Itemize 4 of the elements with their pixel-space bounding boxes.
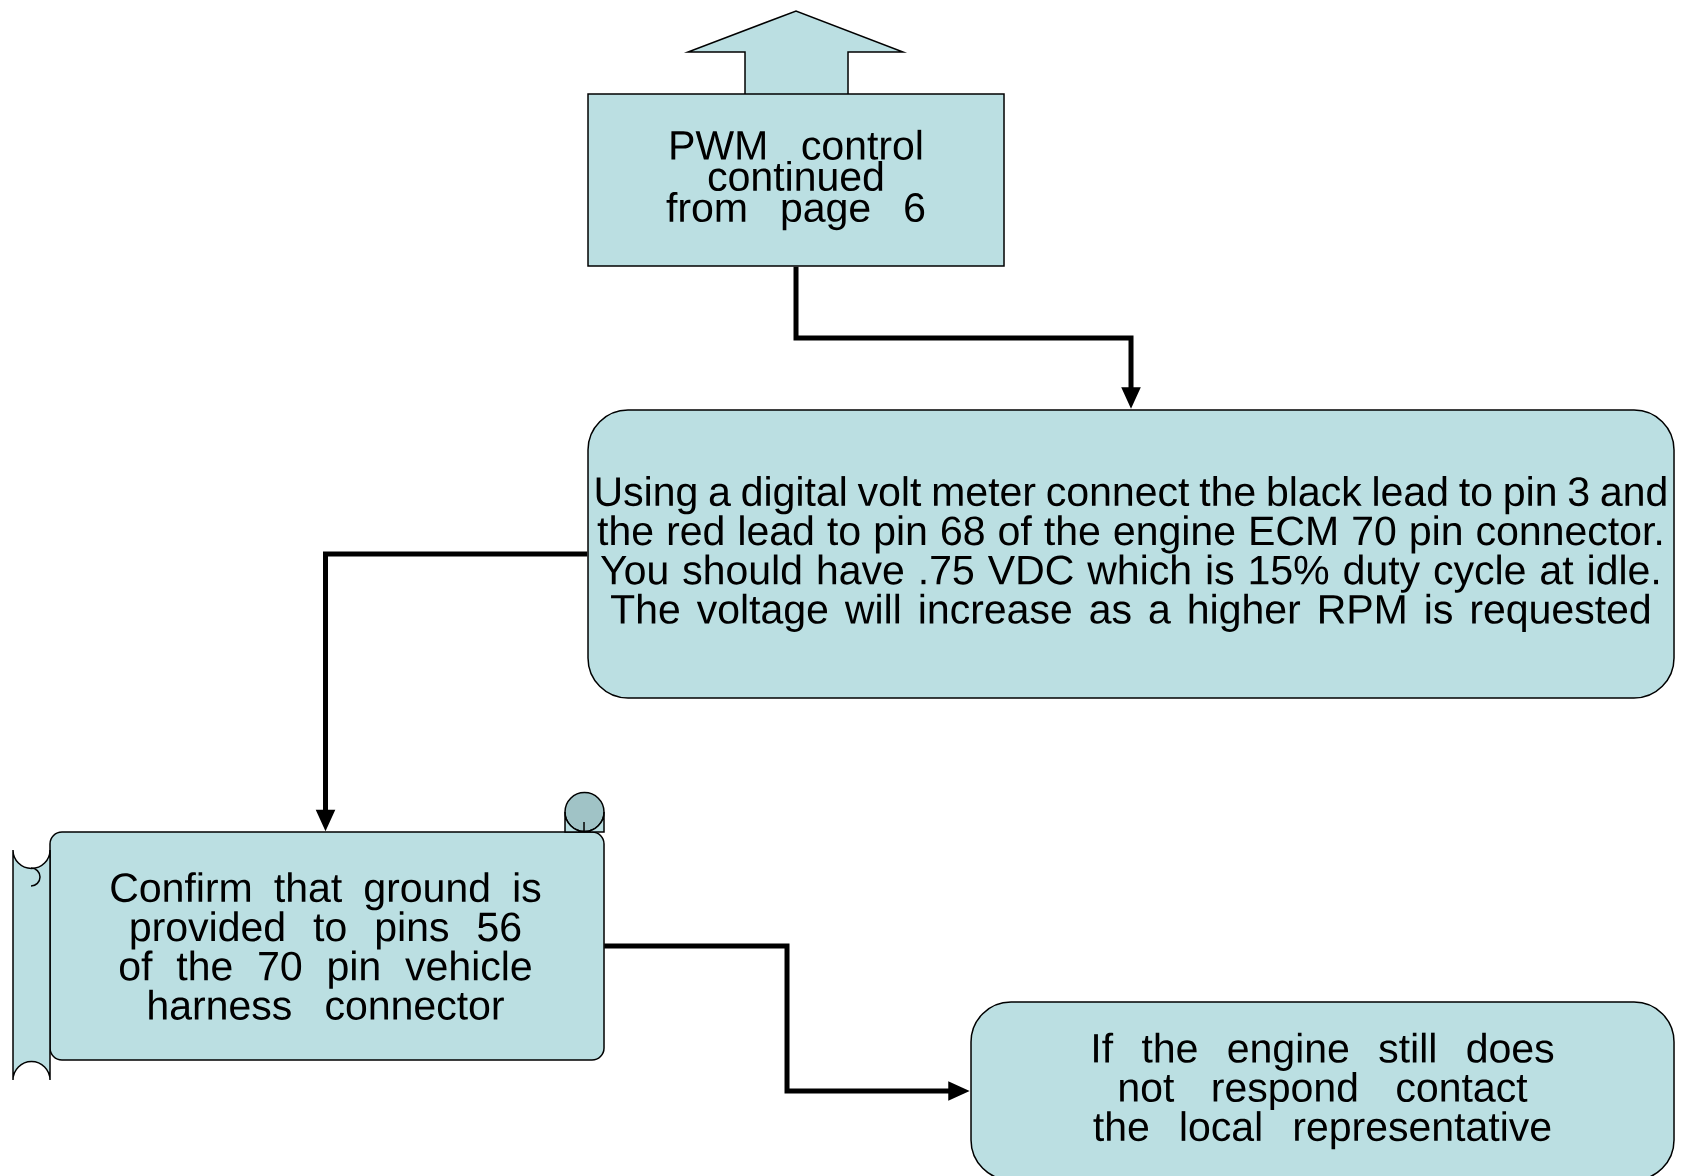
process-box: If the engine still does not respond contact the local representative (970, 1001, 1675, 1176)
process-box: Using a digital volt meter connect the black lead to pin 3 and the red lead to pin 68 of the engine ECM 70 pin connector. You should have .75 VDC which is 15% duty cycle at idle. The voltage will increase as a higher RPM is requested (587, 409, 1675, 699)
offpage-connector: PWM control continued from page 6 (587, 10, 1005, 267)
scroll-box: Confirm that ground is provided to pins 56 of the 70 pin vehicle harness connector (12, 791, 605, 1081)
